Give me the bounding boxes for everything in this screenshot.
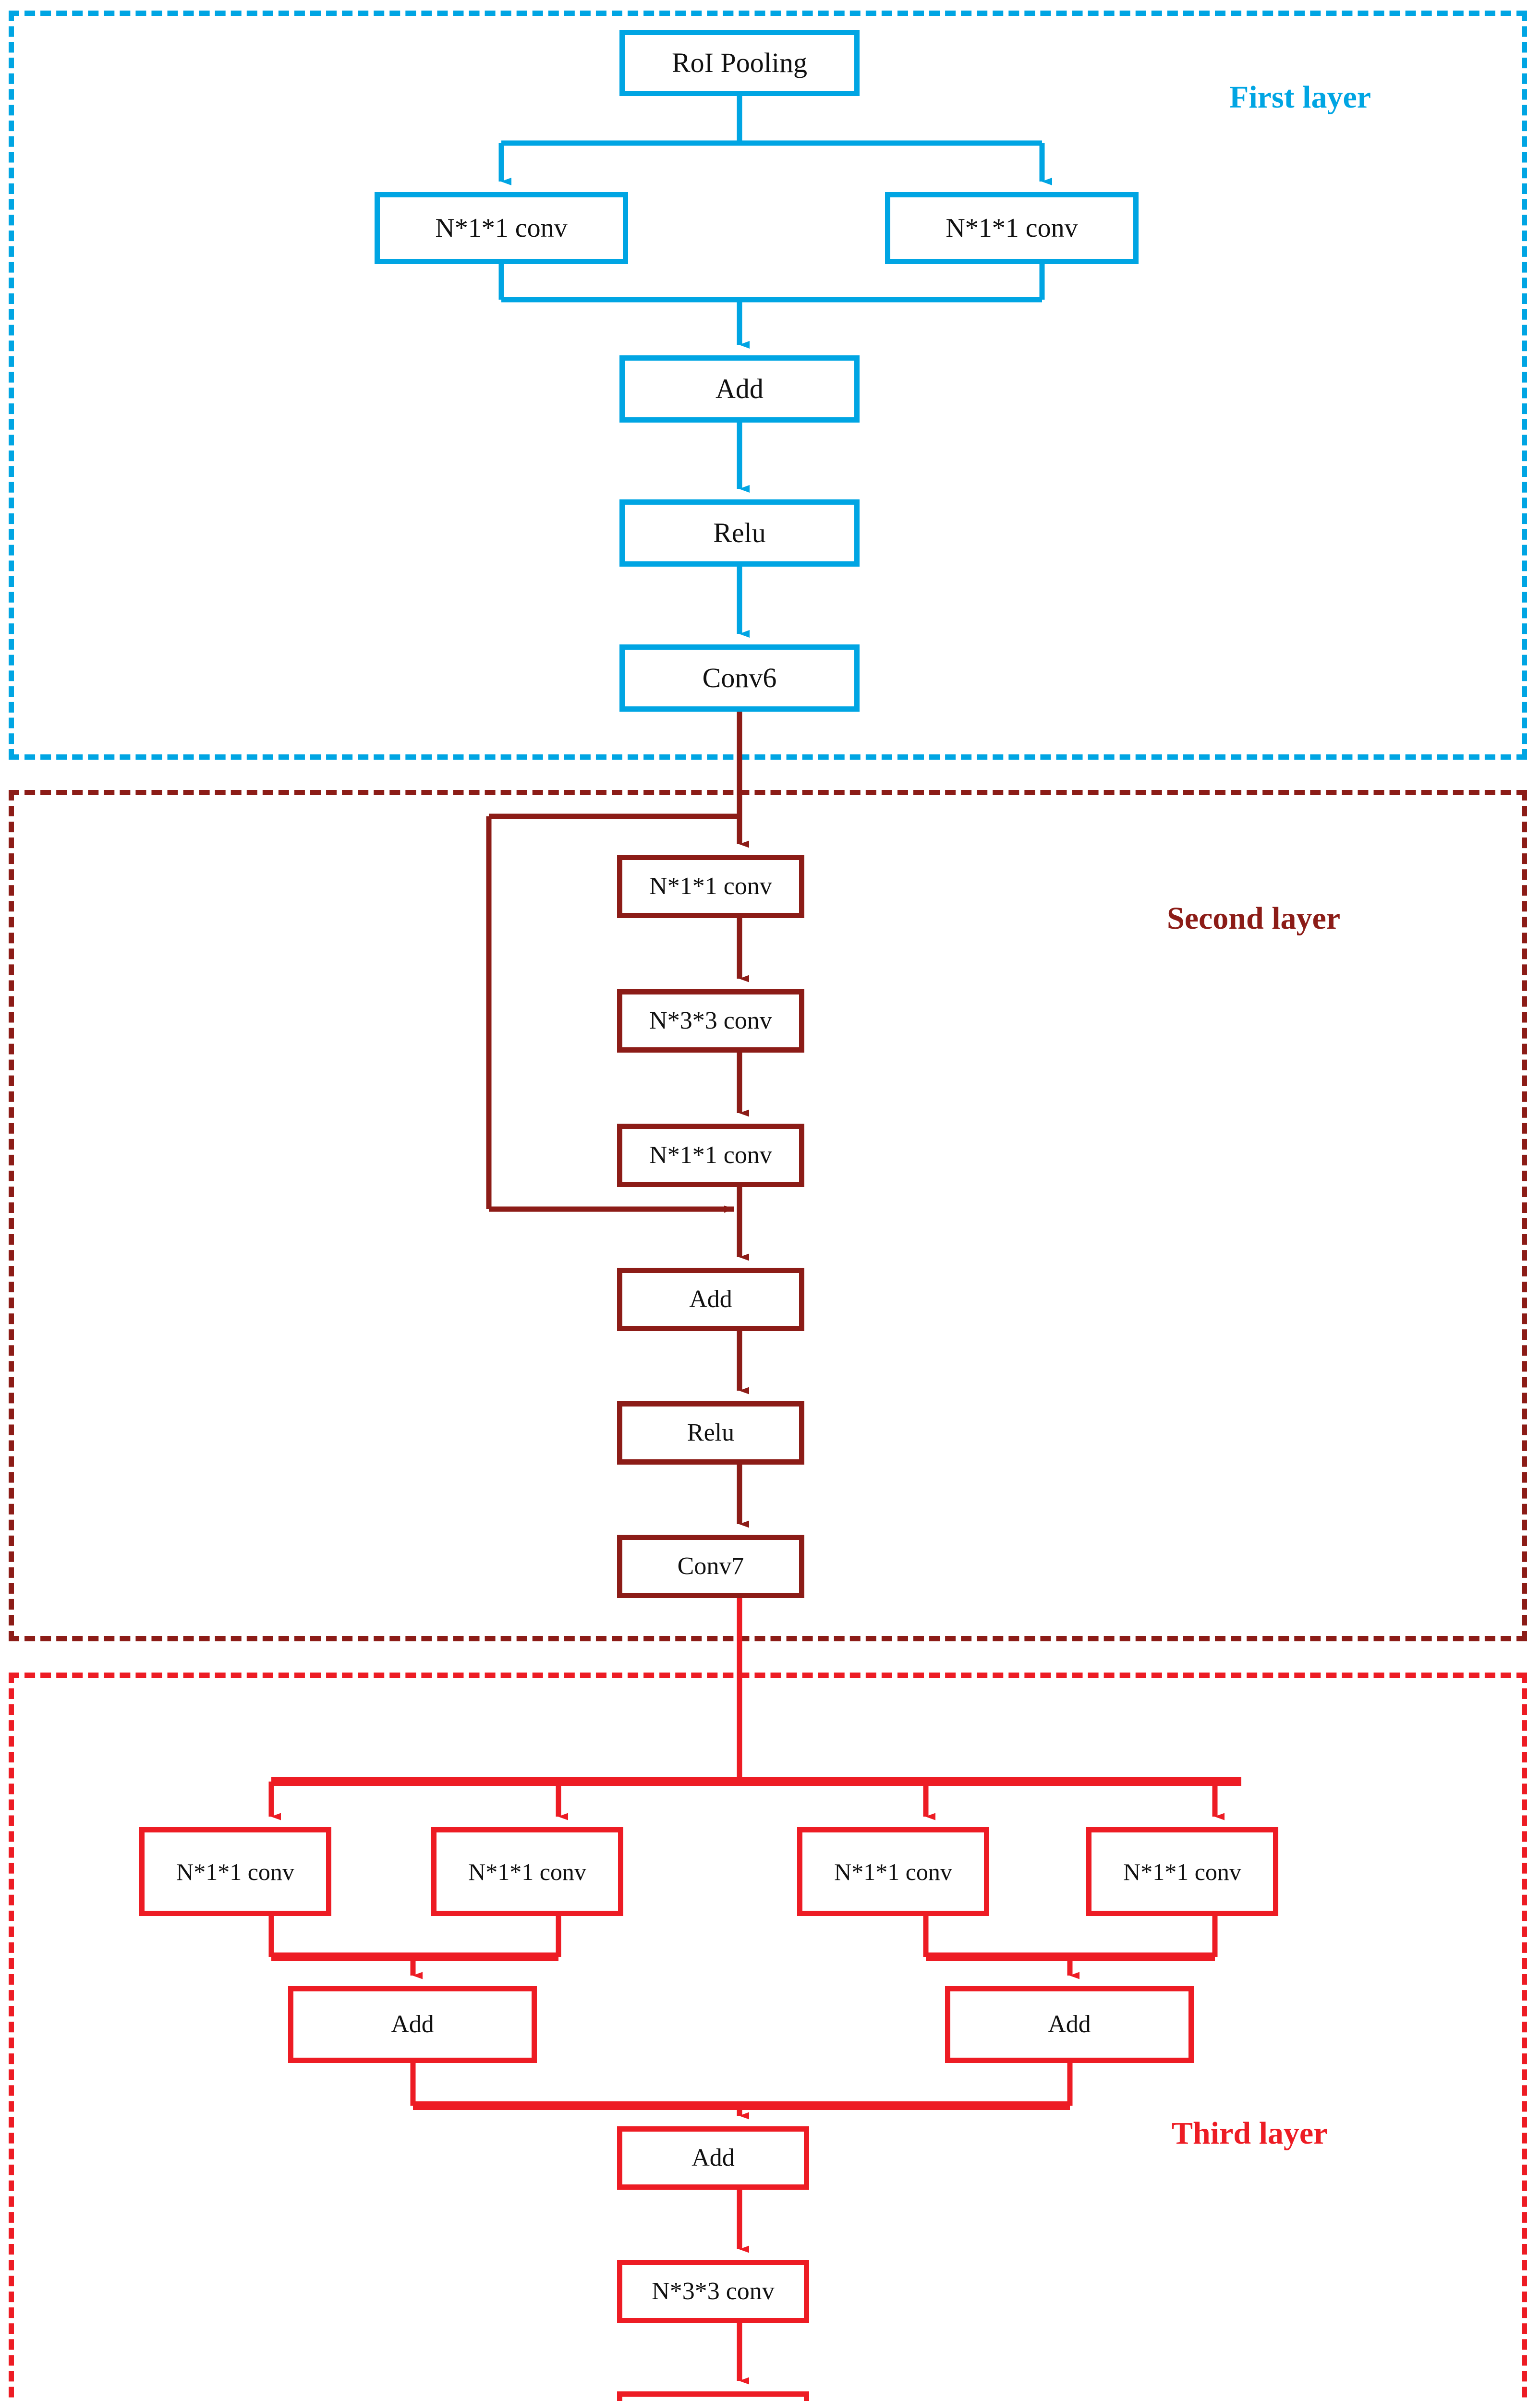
node-l1_conv_left[interactable]: N*1*1 conv	[375, 192, 628, 264]
node-label: N*1*1 conv	[468, 1858, 586, 1885]
node-label: Add	[391, 2011, 434, 2038]
node-l3_relu[interactable]: Relu	[617, 2391, 809, 2401]
node-l2_conv1x1_b[interactable]: N*1*1 conv	[617, 1124, 804, 1187]
node-label: N*1*1 conv	[1123, 1858, 1241, 1885]
layer-label-first: First layer	[1229, 80, 1371, 115]
node-label: Relu	[713, 517, 766, 548]
node-label: Add	[689, 1285, 732, 1313]
node-l2_conv3x3[interactable]: N*3*3 conv	[617, 989, 804, 1053]
node-l3_add_left[interactable]: Add	[288, 1986, 537, 2063]
node-l3_conv_4[interactable]: N*1*1 conv	[1086, 1827, 1278, 1916]
node-l2_conv7[interactable]: Conv7	[617, 1535, 804, 1598]
node-l3_conv_2[interactable]: N*1*1 conv	[431, 1827, 623, 1916]
node-label: Add	[715, 373, 764, 404]
node-l2_add[interactable]: Add	[617, 1268, 804, 1331]
node-label: RoI Pooling	[672, 47, 807, 78]
node-roi_pooling[interactable]: RoI Pooling	[619, 30, 860, 96]
node-l3_conv3x3[interactable]: N*3*3 conv	[617, 2260, 809, 2323]
node-label: N*1*1 conv	[649, 1141, 772, 1169]
node-l3_add_right[interactable]: Add	[945, 1986, 1194, 2063]
node-label: Conv6	[702, 662, 777, 693]
node-l3_conv_1[interactable]: N*1*1 conv	[139, 1827, 331, 1916]
node-l1_relu[interactable]: Relu	[619, 499, 860, 567]
node-label: N*1*1 conv	[834, 1858, 952, 1885]
node-label: N*1*1 conv	[946, 213, 1078, 243]
node-l3_conv_3[interactable]: N*1*1 conv	[797, 1827, 989, 1916]
node-label: N*1*1 conv	[649, 873, 772, 900]
node-l1_add[interactable]: Add	[619, 355, 860, 423]
node-label: N*3*3 conv	[652, 2278, 775, 2305]
node-label: Add	[691, 2144, 735, 2171]
layer-label-third: Third layer	[1172, 2116, 1328, 2151]
layer-label-second: Second layer	[1167, 901, 1341, 936]
node-label: N*3*3 conv	[649, 1007, 772, 1034]
node-l1_conv6[interactable]: Conv6	[619, 644, 860, 712]
node-label: N*1*1 conv	[176, 1858, 294, 1885]
node-label: Add	[1048, 2011, 1091, 2038]
node-l2_conv1x1_a[interactable]: N*1*1 conv	[617, 855, 804, 918]
layer-frame-third	[9, 1673, 1527, 2401]
layer-frame-first	[9, 11, 1527, 760]
node-l1_conv_right[interactable]: N*1*1 conv	[885, 192, 1139, 264]
node-label: Relu	[687, 1419, 735, 1446]
layer-frame-second	[9, 790, 1527, 1641]
node-label: N*1*1 conv	[435, 213, 568, 243]
node-l2_relu[interactable]: Relu	[617, 1401, 804, 1465]
node-label: Conv7	[677, 1552, 744, 1580]
node-l3_add_merge[interactable]: Add	[617, 2126, 809, 2190]
